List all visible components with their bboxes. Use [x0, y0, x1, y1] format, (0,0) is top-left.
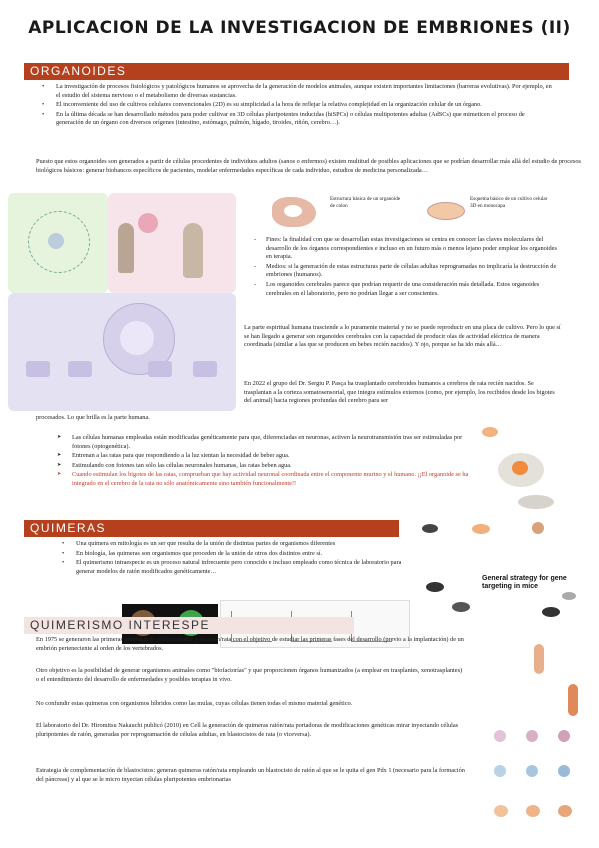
quim-bullet: El quimerismo intraespecie es un proceso…: [58, 559, 406, 576]
arrow-item: Estimulando con fotones tan sólo las cél…: [54, 462, 474, 471]
section-quimeras: QUIMERAS: [24, 520, 399, 537]
arrow-item: Cuando estimulan los bigotes de las rata…: [54, 471, 474, 488]
organoides-bullets: La investigación de procesos fisiológico…: [38, 83, 553, 129]
spiritual-paragraph: La parte espiritual humana trasciende a …: [244, 324, 561, 349]
culture-dish-label: Esquema básico de un cultivo celular 3D …: [470, 196, 548, 209]
arrow-item: Las células humanas empleadas están modi…: [54, 434, 474, 451]
organoides-paragraph: Puesto que estos organoides son generado…: [36, 158, 581, 174]
quim-bullet: En biología, las quimeras son organismos…: [58, 550, 406, 559]
dash-item: Los organoides cerebrales parece que pod…: [248, 281, 560, 298]
org-bullet: La investigación de procesos fisiológico…: [38, 83, 553, 100]
colon-organoid-label: Estructura básica de un organoide de col…: [330, 196, 401, 209]
pasca-paragraph: En 2022 el grupo del Dr. Sergiu P. Pasça…: [244, 380, 555, 405]
interespecie-paragraph-3: No confundir estas quimeras con organism…: [36, 700, 353, 707]
section-organoides: ORGANOIDES: [24, 63, 569, 80]
interespecie-paragraph-4: El laboratorio del Dr. Hiromitsu Nakauch…: [36, 722, 459, 738]
fines-list: Fines: la finalidad con que se desarroll…: [248, 236, 560, 299]
arrow-item: Entrenan a las ratas para que respondien…: [54, 452, 474, 461]
org-bullet: En la última década se han desarrollado …: [38, 111, 553, 128]
gene-targeting-caption: General strategy for gene targeting in m…: [482, 575, 567, 590]
colon-organoid-figure: [266, 193, 326, 231]
quimeras-bullets: Una quimera en mitología es un ser que r…: [58, 540, 406, 577]
dash-item: Fines: la finalidad con que se desarroll…: [248, 236, 560, 262]
culture-dish-figure: [425, 194, 465, 222]
section-quimerismo-interespecie: QUIMERISMO INTERESPE: [24, 617, 354, 634]
dash-item: Medios: si la generación de estas estruc…: [248, 263, 560, 280]
rat-brain-figure: [478, 425, 568, 513]
interespecie-paragraph-1: En 1975 se generaron las primeras quimer…: [36, 636, 464, 652]
org-bullet: El inconveniente del uso de cultivos cel…: [38, 101, 553, 110]
optogenetics-list: Las células humanas empleadas están modi…: [54, 434, 474, 490]
quim-bullet: Una quimera en mitología es un ser que r…: [58, 540, 406, 549]
organoid-diagram: [8, 193, 236, 411]
interespecie-paragraph-2: Otro objetivo es la posibilidad de gener…: [36, 667, 463, 683]
page-title: APLICACION DE LA INVESTIGACION DE EMBRIO…: [28, 18, 571, 38]
interespecie-paragraph-5: Estrategia de complementación de blastoc…: [36, 767, 465, 783]
blastocyst-complementation-figure: [474, 640, 592, 840]
gene-targeting-figure: [412, 512, 592, 632]
pasca-paragraph-end: procesados. Lo que brilla es la parte hu…: [36, 414, 150, 421]
